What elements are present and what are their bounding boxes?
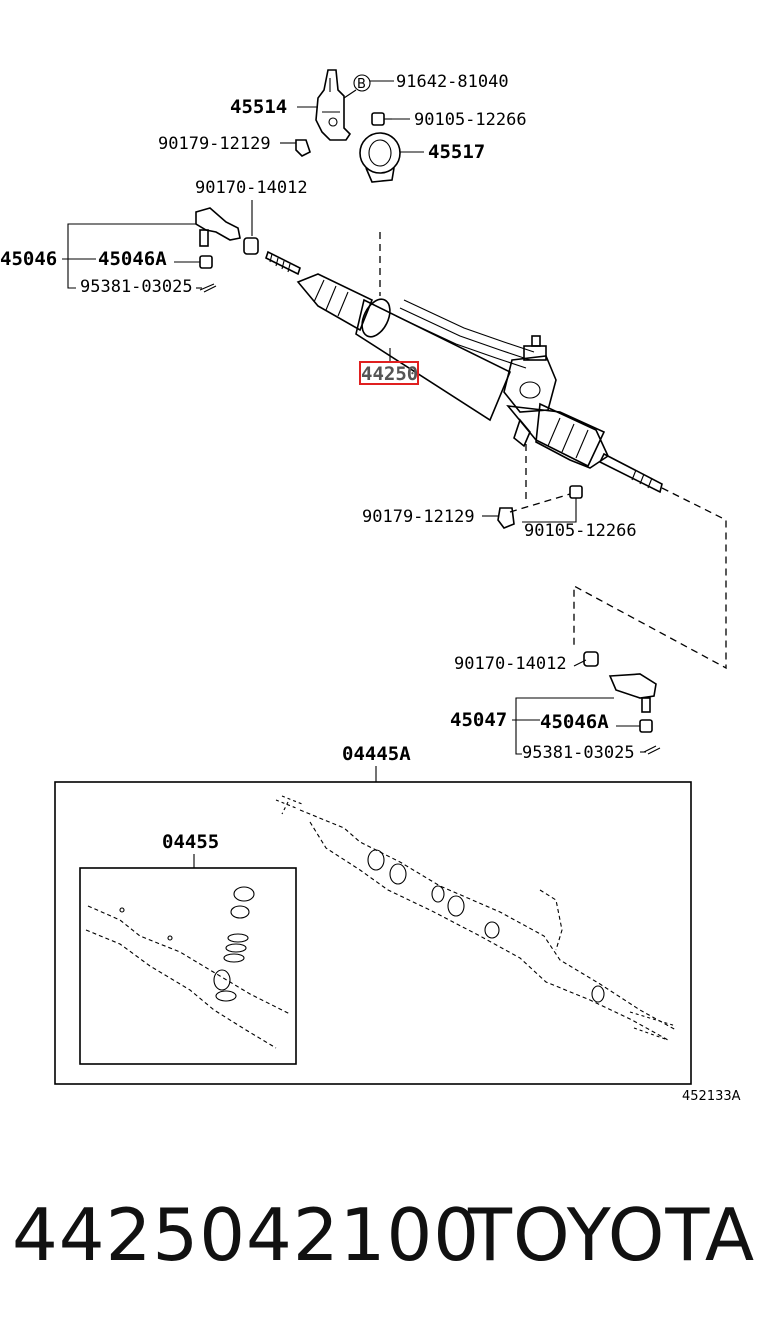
part-number: 4425042100 (12, 1193, 481, 1277)
kit-rack-drawing (275, 795, 677, 1041)
tie-rod-end-left (195, 207, 241, 247)
footer: 4425042100 TOYOTA (0, 1180, 760, 1290)
steering-gear-assembly (265, 250, 663, 494)
bolt-top-icon (371, 112, 392, 126)
bracket-45514 (315, 69, 352, 141)
label-bolt-b: 91642-81040 (396, 72, 509, 92)
kit-inner-box (79, 867, 297, 1065)
bolt-bottom-icon (569, 485, 583, 510)
label-clip-bottom: 90179-12129 (362, 507, 475, 527)
brand-name: TOYOTA (468, 1193, 756, 1277)
nut-left-icon (243, 237, 259, 255)
label-tie-rod-end-right: 45046A (540, 711, 609, 733)
clip-bottom-icon (497, 507, 515, 529)
label-nut-left: 90170-14012 (195, 178, 308, 198)
label-tie-rod-right: 45047 (450, 709, 507, 731)
label-kit-outer: 04445A (342, 743, 411, 765)
parts-diagram: 45514 B 91642-81040 90105-12266 45517 90… (0, 69, 741, 1104)
b-marker-icon (353, 74, 371, 92)
nut-tie-rod-right-icon (639, 719, 653, 733)
kit-outer-box (54, 781, 692, 1085)
clamp-45517 (359, 132, 401, 183)
kit-seal-drawing (85, 886, 291, 1049)
label-kit-inner: 04455 (162, 831, 219, 853)
label-cotter-left: 95381-03025 (80, 277, 193, 297)
label-clip-top: 90179-12129 (158, 134, 271, 154)
label-tie-rod-left: 45046 (0, 248, 57, 270)
tie-rod-end-right (608, 673, 657, 713)
label-gear-assy[interactable]: 44250 (361, 363, 418, 385)
label-bolt-top: 90105-12266 (414, 110, 527, 130)
cotter-pin-left-icon (199, 283, 217, 293)
label-bolt-bottom: 90105-12266 (524, 521, 637, 541)
label-bracket: 45514 (230, 96, 287, 118)
label-b-marker: B (357, 77, 366, 92)
nut-right-icon (583, 651, 599, 667)
label-figure-ref: 452133A (682, 1089, 741, 1104)
label-tie-rod-end-left: 45046A (98, 248, 167, 270)
nut-tie-rod-left-icon (199, 255, 213, 269)
label-clamp: 45517 (428, 141, 485, 163)
cotter-pin-right-icon (643, 745, 661, 755)
clip-top-icon (295, 139, 311, 157)
highlight-box (359, 361, 419, 385)
label-nut-right: 90170-14012 (454, 654, 567, 674)
label-cotter-right: 95381-03025 (522, 743, 635, 763)
